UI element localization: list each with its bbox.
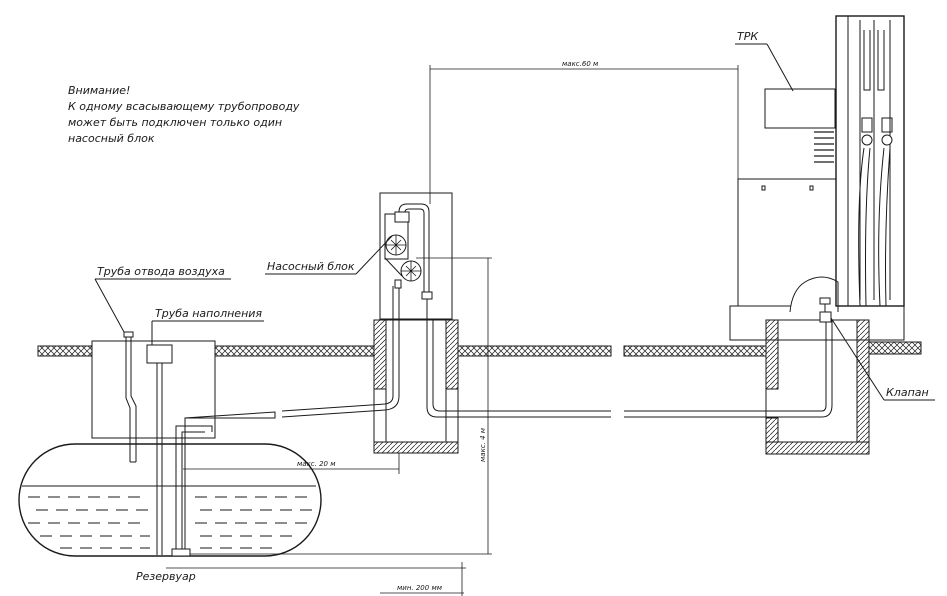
tank-pit-box [91, 340, 216, 439]
label-pump-block: Насосный блок [267, 260, 355, 273]
dispenser-column [835, 15, 905, 307]
delivery-pipe [426, 320, 833, 418]
notice-line-3: может быть подключен только один [68, 116, 282, 129]
dispenser-pit [765, 319, 870, 455]
pump-pit [373, 319, 459, 454]
suction-pipe-pump [171, 286, 400, 557]
pump-pit-outer [373, 319, 459, 454]
dim-max-4: макс. 4 м [479, 427, 487, 462]
valve-body [819, 311, 832, 323]
nozzle-right-icon [881, 134, 893, 146]
ground-strip-1 [37, 345, 93, 357]
fill-pipe [146, 344, 173, 555]
label-trk: ТРК [737, 30, 759, 43]
ground-strip-3 [457, 345, 612, 357]
dispenser-display [764, 88, 836, 129]
tank-pit [91, 340, 216, 439]
ground-strip-5 [868, 341, 922, 355]
label-tank: Резервуар [136, 570, 196, 583]
fill-pipe-cap [146, 344, 173, 364]
suction-foot-valve [171, 548, 191, 557]
notice-line-2: К одному всасывающему трубопроводу [68, 100, 300, 113]
tank [18, 443, 322, 557]
nozzle-left-icon [861, 134, 873, 146]
dispenser-grille [814, 131, 834, 163]
dispenser-trk [729, 15, 905, 341]
dim-max-20: макс. 20 м [297, 460, 336, 468]
dimensions: макс.60 м макс. 20 м макс. 4 м мин. 200 … [166, 60, 739, 596]
notice-block: Внимание! К одному всасывающему трубопро… [68, 84, 300, 145]
dim-min-200: мин. 200 мм [397, 584, 443, 592]
notice-line-1: Внимание! [68, 84, 130, 97]
pump-housing [379, 192, 453, 320]
ground-strip-2 [214, 345, 375, 357]
label-valve: Клапан [886, 386, 929, 399]
ground-strip-4 [623, 345, 767, 357]
valve [819, 297, 832, 323]
air-vent-pipe [123, 331, 137, 463]
tank-shell [18, 443, 322, 557]
valve-dome [789, 276, 839, 313]
label-air-pipe: Труба отвода воздуха [97, 265, 225, 278]
pump-block [379, 192, 453, 320]
label-fill-pipe: Труба наполнения [155, 307, 262, 320]
dim-max-60: макс.60 м [562, 60, 599, 68]
fuel-level-lines [22, 485, 316, 549]
notice-line-4: насосный блок [68, 132, 155, 145]
labels: Труба отвода воздуха Труба наполнения На… [94, 30, 935, 583]
